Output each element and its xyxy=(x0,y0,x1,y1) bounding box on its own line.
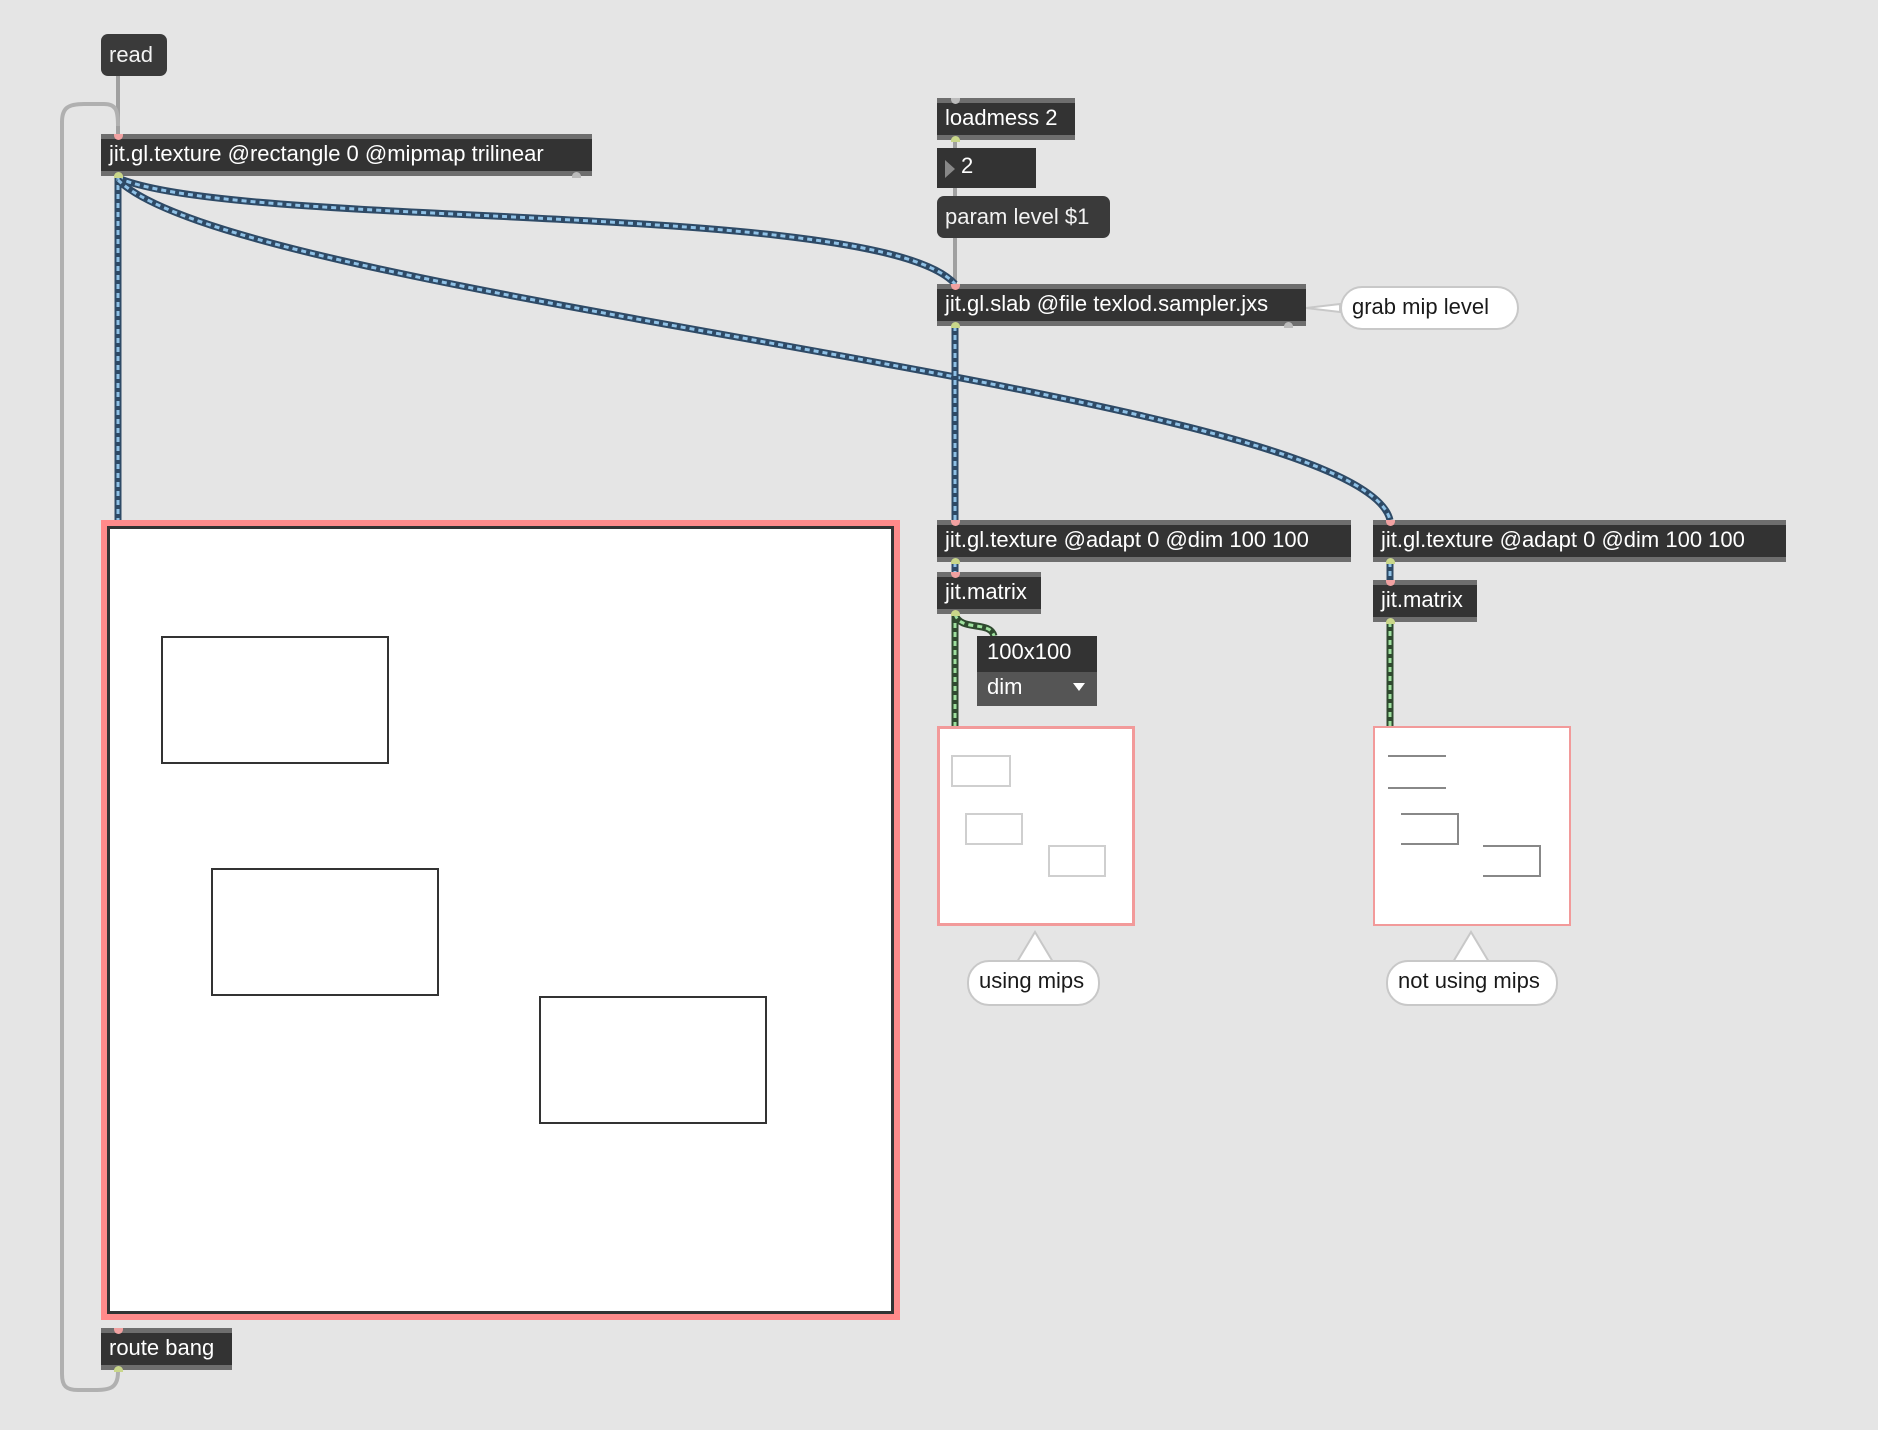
loadmess-label: loadmess 2 xyxy=(945,105,1058,130)
number-triangle-icon xyxy=(945,160,955,178)
route-bang-label: route bang xyxy=(109,1335,215,1360)
jit-gl-slab-object[interactable]: jit.gl.slab @file texlod.sampler.jxs xyxy=(937,284,1306,326)
read-message-label: read xyxy=(109,42,154,67)
number-box[interactable]: 2 xyxy=(937,148,1036,188)
jit-gl-texture-nomips[interactable]: jit.gl.texture @adapt 0 @dim 100 100 xyxy=(1373,520,1786,562)
rect-shape xyxy=(539,996,767,1124)
cord-route-loop xyxy=(60,102,120,1392)
using-mips-pointer xyxy=(1016,930,1054,962)
using-mips-text: using mips xyxy=(979,968,1085,993)
outlet[interactable] xyxy=(951,136,960,142)
outlet[interactable] xyxy=(1386,558,1395,564)
dim-value: 100x100 xyxy=(987,639,1072,664)
param-level-message[interactable]: param level $1 xyxy=(937,196,1110,238)
outlet[interactable] xyxy=(951,558,960,564)
bracket-shape xyxy=(1483,845,1541,877)
inlet[interactable] xyxy=(951,284,960,290)
main-window-frame xyxy=(107,526,894,1314)
outlet[interactable] xyxy=(114,172,123,178)
outlet[interactable] xyxy=(1284,322,1293,328)
mips-window[interactable] xyxy=(937,726,1135,926)
dim-value-display: 100x100 xyxy=(977,636,1097,672)
jit-gl-texture-mips-label: jit.gl.texture @adapt 0 @dim 100 100 xyxy=(945,527,1309,552)
jit-matrix-mips-label: jit.matrix xyxy=(945,579,1027,604)
jit-matrix-mips[interactable]: jit.matrix xyxy=(937,572,1041,614)
line-shape xyxy=(1388,787,1446,789)
dim-menu-label: dim xyxy=(987,674,1023,699)
rect-shape xyxy=(1048,845,1106,877)
number-value: 2 xyxy=(961,153,974,178)
param-level-label: param level $1 xyxy=(945,204,1090,229)
outlet[interactable] xyxy=(1386,618,1395,624)
bracket-shape xyxy=(1401,813,1459,845)
outlet[interactable] xyxy=(951,322,960,328)
grab-mip-level-comment: grab mip level xyxy=(1340,286,1519,330)
grab-mip-level-text: grab mip level xyxy=(1352,294,1489,319)
matrix-cords xyxy=(951,612,1394,726)
inlet[interactable] xyxy=(114,134,123,140)
rect-shape xyxy=(161,636,389,764)
dropdown-arrow-icon xyxy=(1073,683,1085,691)
inlet[interactable] xyxy=(114,1328,123,1334)
jit-gl-texture-main-label: jit.gl.texture @rectangle 0 @mipmap tril… xyxy=(109,141,544,166)
jit-gl-texture-mips[interactable]: jit.gl.texture @adapt 0 @dim 100 100 xyxy=(937,520,1351,562)
inlet[interactable] xyxy=(1386,580,1395,586)
line-shape xyxy=(1388,755,1446,757)
inlet[interactable] xyxy=(1386,520,1395,526)
rect-shape xyxy=(951,755,1011,787)
not-using-mips-pointer xyxy=(1452,930,1490,962)
jit-gl-slab-label: jit.gl.slab @file texlod.sampler.jxs xyxy=(945,291,1269,316)
not-using-mips-text: not using mips xyxy=(1398,968,1540,993)
no-mips-window[interactable] xyxy=(1373,726,1571,926)
outlet[interactable] xyxy=(114,1366,123,1372)
outlet[interactable] xyxy=(572,172,581,178)
read-message[interactable]: read xyxy=(101,34,167,76)
rect-shape xyxy=(211,868,439,996)
dim-menu[interactable]: dim xyxy=(977,672,1097,706)
grab-mip-pointer xyxy=(1306,302,1341,314)
jit-matrix-nomips-label: jit.matrix xyxy=(1381,587,1463,612)
not-using-mips-comment: not using mips xyxy=(1386,960,1558,1006)
outlet[interactable] xyxy=(951,610,960,616)
loadmess-object[interactable]: loadmess 2 xyxy=(937,98,1075,140)
jit-gl-texture-nomips-label: jit.gl.texture @adapt 0 @dim 100 100 xyxy=(1381,527,1745,552)
inlet[interactable] xyxy=(951,98,960,104)
main-texture-window[interactable] xyxy=(101,520,900,1320)
inlet[interactable] xyxy=(951,520,960,526)
inlet[interactable] xyxy=(951,572,960,578)
rect-shape xyxy=(965,813,1023,845)
route-bang-object[interactable]: route bang xyxy=(101,1328,232,1370)
jit-matrix-nomips[interactable]: jit.matrix xyxy=(1373,580,1477,622)
using-mips-comment: using mips xyxy=(967,960,1100,1006)
jit-gl-texture-main[interactable]: jit.gl.texture @rectangle 0 @mipmap tril… xyxy=(101,134,592,176)
